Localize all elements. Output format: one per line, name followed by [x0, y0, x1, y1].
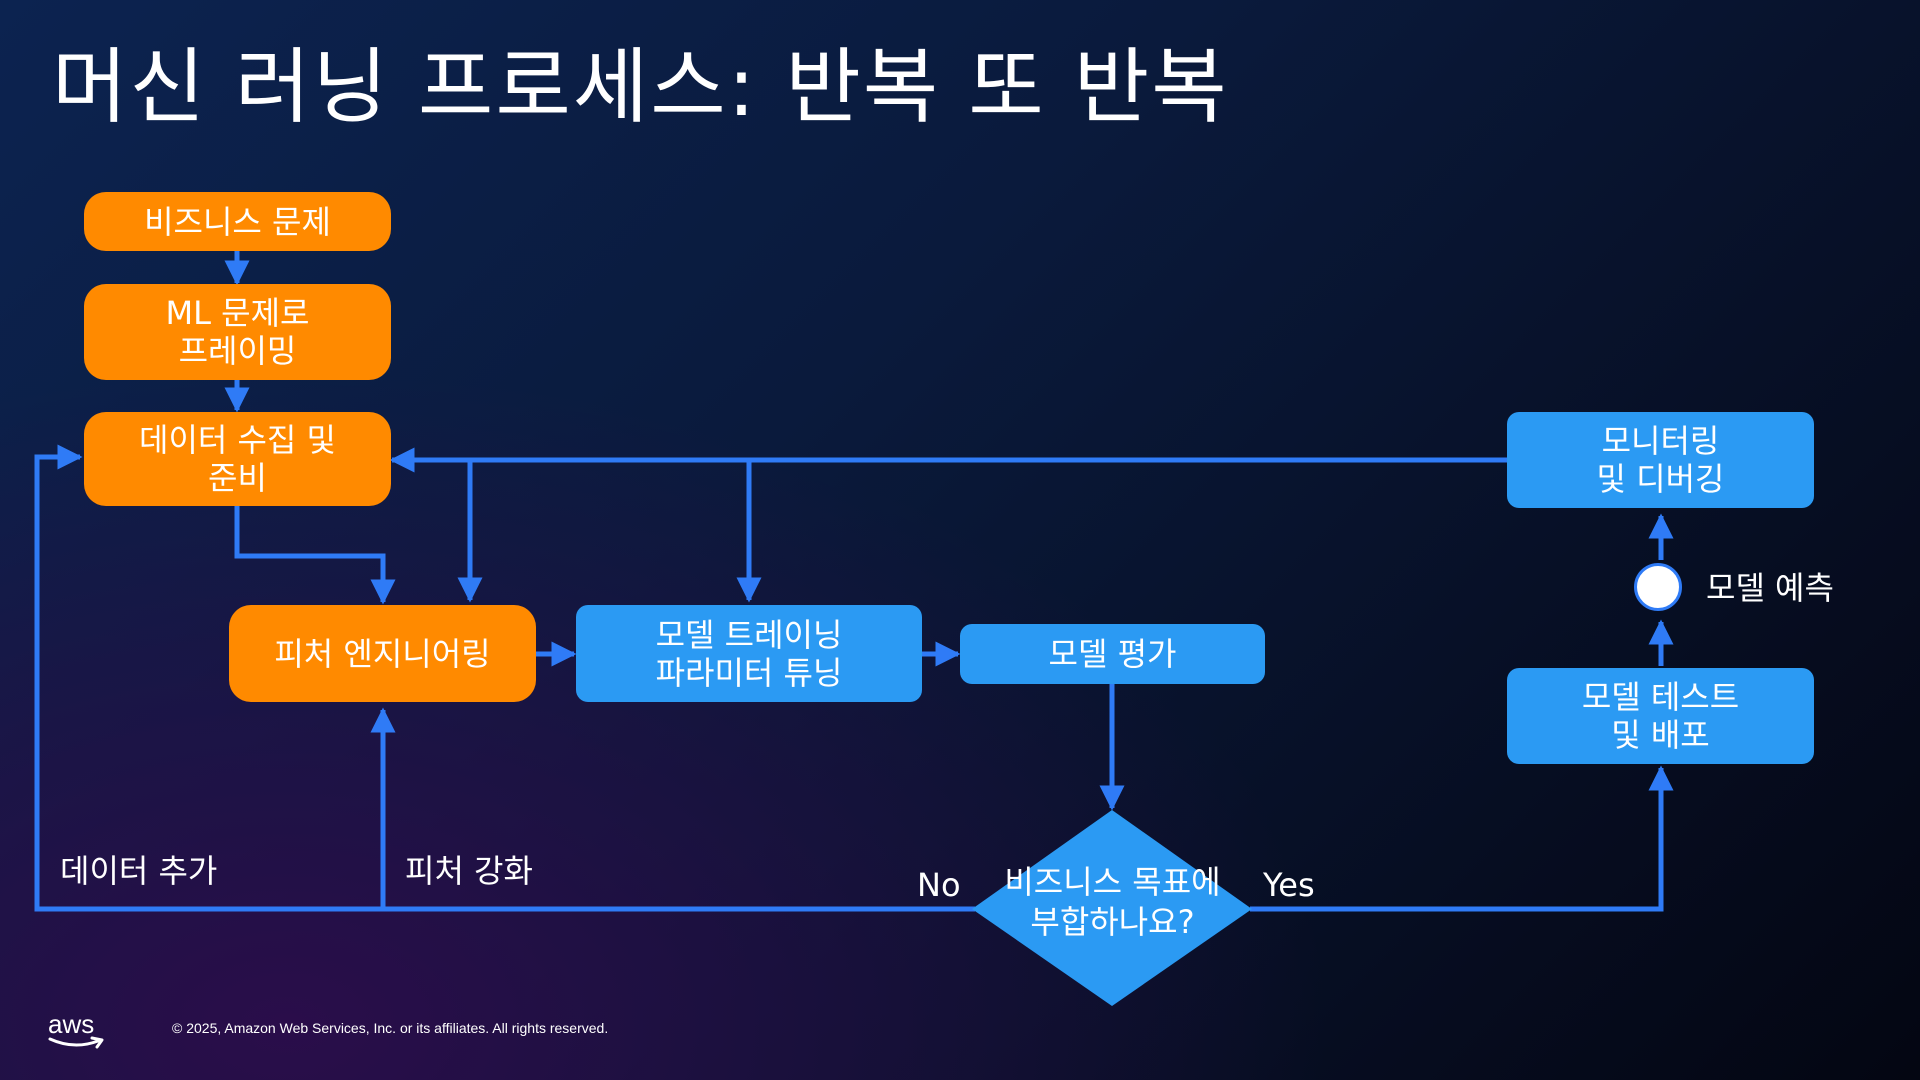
node-feature-engineering: 피처 엔지니어링 — [229, 605, 536, 702]
label-yes: Yes — [1263, 866, 1315, 904]
label-feature-enhance: 피처 강화 — [405, 852, 533, 890]
arrow-data-to-feature — [234, 506, 396, 605]
label-add-data: 데이터 추가 — [60, 852, 218, 890]
node-business-goal: 비즈니스 목표에 부합하나요? — [1004, 863, 1221, 941]
node-business-problem: 비즈니스 문제 — [84, 192, 391, 251]
page-title: 머신 러닝 프로세스: 반복 또 반복 — [52, 40, 1229, 135]
node-model-evaluation: 모델 평가 — [960, 624, 1265, 684]
label-no: No — [917, 866, 961, 904]
smile-arrow-icon — [48, 1036, 104, 1049]
prediction-circle — [1634, 563, 1682, 611]
aws-logo: aws — [48, 1010, 108, 1050]
arrow-yes-to-deploy — [1250, 765, 1674, 912]
decision-diamond — [972, 810, 1252, 1006]
copyright-text: © 2025, Amazon Web Services, Inc. or its… — [172, 1020, 609, 1036]
label-model-prediction: 모델 예측 — [1706, 569, 1834, 607]
arrow-no-to-data — [34, 444, 975, 912]
